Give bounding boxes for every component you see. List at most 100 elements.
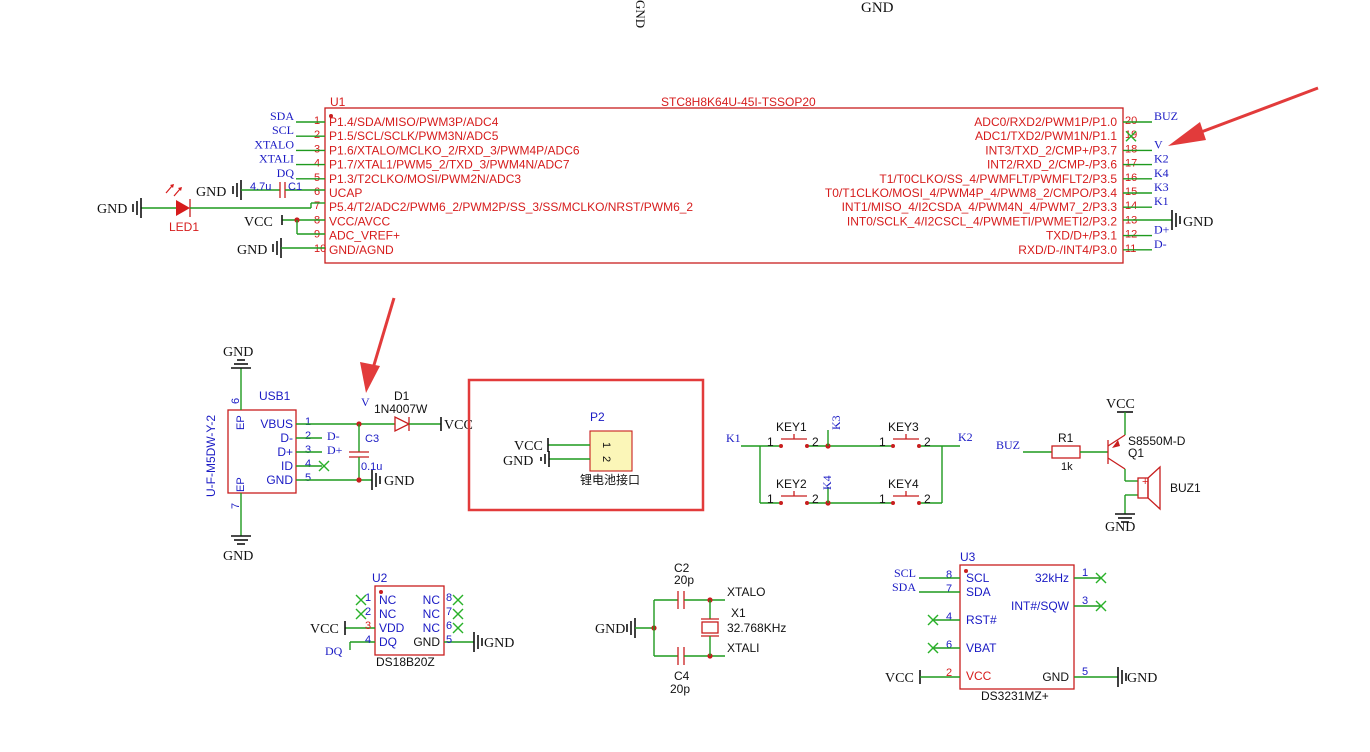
buz-gnd-label: GND: [1105, 520, 1135, 535]
usb-v-label: V: [361, 395, 370, 409]
u2-pin-number: 6: [446, 620, 452, 632]
top-gnd-label: GND: [861, 0, 894, 16]
r1-ref: R1: [1058, 431, 1074, 445]
u1-pin-name: ADC_VREF+: [329, 229, 400, 243]
usb1-pin-number: 1: [305, 416, 311, 428]
u1-net-label: SDA: [270, 109, 294, 123]
key-label: KEY3: [888, 420, 919, 434]
u1-pin-number: 17: [1125, 158, 1137, 170]
u1-pin-name: RXD/D-/INT4/P3.0: [1018, 243, 1117, 257]
u1-pin-name: INT3/TXD_2/CMP+/P3.7: [985, 143, 1117, 157]
u3-net-label: SCL: [894, 566, 916, 580]
usb-gnd-label: GND: [384, 474, 414, 489]
u3-ref: U3: [960, 550, 976, 564]
usb1-gnd-bottom: GND: [223, 549, 253, 564]
usb1-gnd-top: GND: [223, 345, 253, 360]
d1-ref: D1: [394, 389, 410, 403]
led1-ref: LED1: [169, 220, 199, 234]
u2-pin-number: 1: [365, 592, 371, 604]
u3-nc-mark: [1095, 600, 1107, 612]
c4-ref: C4: [674, 669, 690, 683]
u1-pin-number: 20: [1125, 115, 1137, 127]
x1-ref: X1: [731, 606, 746, 620]
u1-pin-number: 4: [314, 158, 320, 170]
u1-gnd-pin10: GND: [237, 238, 325, 258]
u1-vcc-label: VCC: [244, 215, 273, 230]
u1-part: STC8H8K64U-45I-TSSOP20: [661, 95, 816, 109]
u2-pin-name: GND: [413, 635, 440, 649]
u1-gnd-right: GND: [1123, 210, 1213, 230]
q1-ref: Q1: [1128, 446, 1144, 460]
u1-body: [324, 107, 1124, 264]
d1-part: 1N4007W: [374, 402, 428, 416]
key-pin: 2: [812, 492, 819, 506]
c2-ref: C2: [674, 561, 690, 575]
u3-nc-mark: [927, 614, 939, 626]
u1-pin-number: 15: [1125, 186, 1137, 198]
xtali-label: XTALI: [727, 641, 759, 655]
u3-gnd-label: GND: [1127, 671, 1157, 686]
u1-pin-number: 1: [314, 115, 320, 127]
u3-pin-number: 4: [946, 611, 952, 623]
annotation-arrow-2: [360, 297, 396, 393]
u1-pin-number: 12: [1125, 229, 1137, 241]
key-pin: 1: [879, 492, 886, 506]
u1-vcc-net: VCC: [244, 215, 325, 235]
usb1-net-label: D-: [327, 429, 340, 443]
usb1-id-nc: [318, 460, 330, 472]
u1-pin-name: TXD/D+/P3.1: [1046, 229, 1117, 243]
usb1-connector: USB1 U-F-M5DW-Y-2 EP EP 6 7 GND GND: [204, 345, 297, 564]
d1-vcc-label: VCC: [444, 418, 473, 433]
k4-label: K4: [820, 475, 834, 490]
key-pin: 1: [767, 435, 774, 449]
u3-part: DS3231MZ+: [981, 689, 1049, 703]
usb-power-path: V C3 0.1u D1 1N4007W VCC GND: [296, 389, 473, 490]
u1-pin-number: 5: [314, 172, 320, 184]
highlight-box: [467, 378, 705, 512]
u2-nc-mark: [452, 622, 464, 634]
u3-vcc-label: VCC: [885, 671, 914, 686]
u3-nc-mark: [1095, 572, 1107, 584]
u2-pin-number: 2: [365, 606, 371, 618]
u3-pin-number: 5: [1082, 666, 1088, 678]
buz1-plus: +: [1142, 476, 1148, 488]
u1-gnd-right-label: GND: [1183, 215, 1213, 230]
u2-gnd-label: GND: [484, 636, 514, 651]
u1-net-label: K2: [1154, 152, 1169, 166]
usb1-pin-name: D-: [280, 431, 293, 445]
xtalo-label: XTALO: [727, 585, 765, 599]
p2-ref: P2: [590, 410, 605, 424]
buzzer-circuit: VCC BUZ R1 1k S8550M-D Q1 + BUZ1 GND: [996, 397, 1201, 535]
crystal-circuit: GND C2 20p C4 20p X1 32.768KHz XTALO XTA…: [595, 561, 786, 696]
u1-net-label: XTALI: [259, 152, 294, 166]
u1-pin-name: INT0/SCLK_4/I2CSCL_4/PWMETI/PWMETI2/P3.2: [847, 214, 1117, 228]
u2-body: [374, 585, 445, 656]
u2-nc-mark: [452, 594, 464, 606]
buz-vcc-label: VCC: [1106, 397, 1135, 412]
p2-body: [589, 430, 633, 472]
u2-pin-name: VDD: [379, 621, 405, 635]
usb1-ep-bottom: EP: [235, 477, 247, 492]
u2-ds18b20: U2 DS18B20Z VCC DQ GND: [310, 571, 514, 669]
led1: LED1 GND: [97, 184, 325, 234]
usb1-pin6: 6: [230, 398, 242, 404]
key-pin: 2: [924, 492, 931, 506]
usb1-pin-name: ID: [281, 459, 293, 473]
usb1-pin-number: 3: [305, 444, 311, 456]
u3-ds3231: U3 DS3231MZ+ VCC GND: [885, 550, 1157, 703]
u3-pin-number: 1: [1082, 567, 1088, 579]
u1-net-label: XTALO: [254, 137, 294, 151]
c3-value: 0.1u: [361, 461, 382, 473]
u3-pin-name: VCC: [966, 669, 992, 683]
r1-value: 1k: [1061, 461, 1073, 473]
u2-dq-label: DQ: [325, 644, 343, 658]
c2-value: 20p: [674, 573, 694, 587]
c4-value: 20p: [670, 682, 690, 696]
u1-net-label: SCL: [272, 123, 294, 137]
key-pin: 1: [767, 492, 774, 506]
